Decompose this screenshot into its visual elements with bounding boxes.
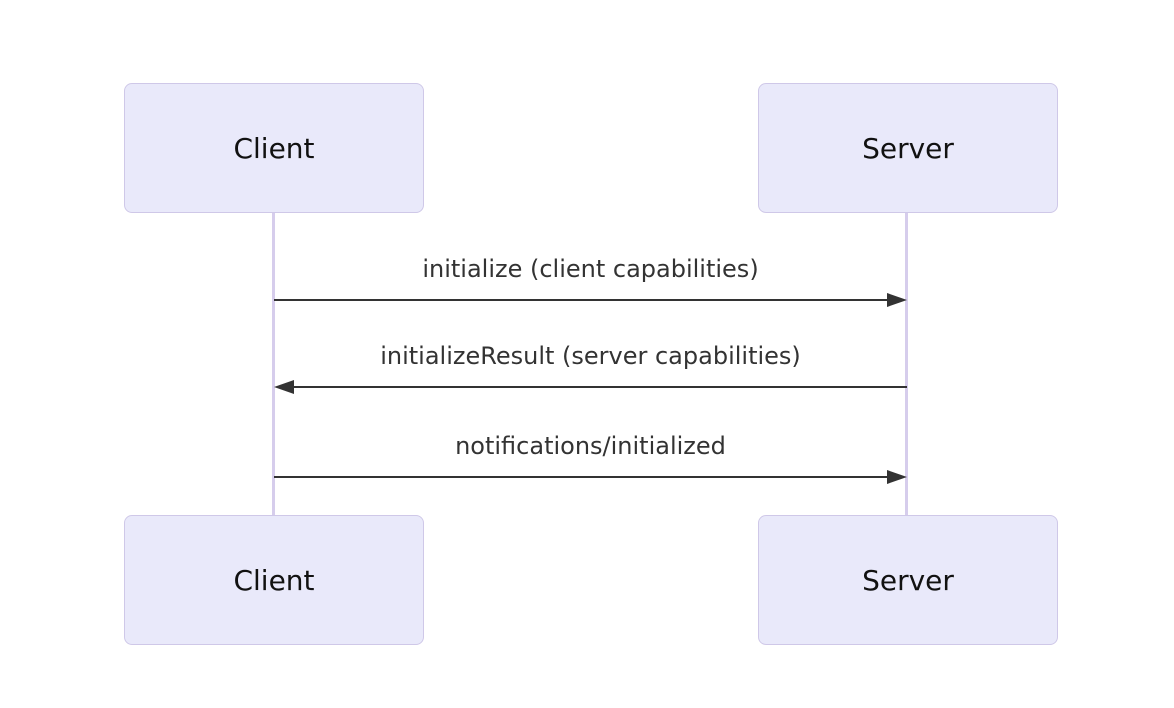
message-notifications-initialized: notifications/initialized <box>274 431 907 484</box>
actor-label-client-bottom: Client <box>233 563 315 597</box>
arrowhead-left-icon <box>274 380 294 394</box>
message-label: initialize (client capabilities) <box>422 255 759 283</box>
actor-label-server-bottom: Server <box>862 563 954 597</box>
actor-box-server-bottom: Server <box>758 515 1058 645</box>
message-arrow <box>274 293 907 307</box>
server-lifeline <box>905 213 908 515</box>
message-arrow <box>274 380 907 394</box>
message-initialize-result: initializeResult (server capabilities) <box>274 341 907 394</box>
message-line <box>274 299 895 301</box>
message-arrow <box>274 470 907 484</box>
actor-label-server-top: Server <box>862 131 954 165</box>
actor-box-client-bottom: Client <box>124 515 424 645</box>
message-label: initializeResult (server capabilities) <box>380 342 801 370</box>
arrowhead-right-icon <box>887 293 907 307</box>
message-line <box>274 476 895 478</box>
message-line <box>286 386 907 388</box>
arrowhead-right-icon <box>887 470 907 484</box>
actor-box-server-top: Server <box>758 83 1058 213</box>
message-initialize: initialize (client capabilities) <box>274 254 907 307</box>
actor-label-client-top: Client <box>233 131 315 165</box>
message-label: notifications/initialized <box>455 432 726 460</box>
client-lifeline <box>272 213 275 515</box>
actor-box-client-top: Client <box>124 83 424 213</box>
